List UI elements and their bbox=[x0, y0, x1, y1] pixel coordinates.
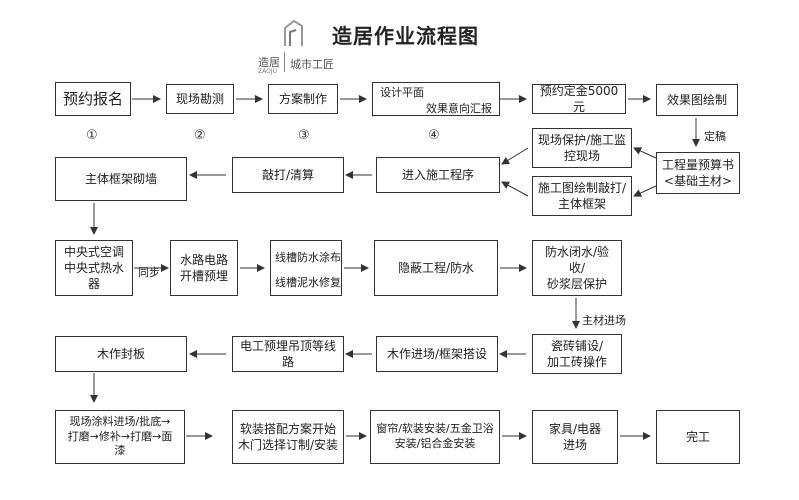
arrow-budget-drawing bbox=[633, 185, 657, 197]
box-demolish: 敲打/清算 bbox=[232, 157, 344, 193]
box-electric: 电工预埋吊顶等线路 bbox=[232, 336, 344, 372]
slot-bottom-text: 线槽泥水修复 bbox=[275, 276, 341, 289]
box-wood-enter: 木作进场/框架搭设 bbox=[376, 336, 498, 372]
box-ac: 中央式空调 中央式热水器 bbox=[55, 240, 133, 296]
box-paint: 现场涂料进场/批底→ 打磨→修补→打磨→面 漆 bbox=[55, 410, 185, 464]
label-confirm: 定稿 bbox=[704, 130, 726, 143]
step-number-3: ③ bbox=[298, 128, 310, 143]
box-drawing: 施工图绘制敲打/ 主体框架 bbox=[532, 176, 632, 216]
box-wood-seal: 木作封板 bbox=[55, 336, 187, 372]
house-logo-icon bbox=[284, 19, 303, 46]
box-protect: 现场保护/施工监 控现场 bbox=[532, 128, 632, 168]
box-survey: 现场勘测 bbox=[166, 84, 234, 114]
step-number-1: ① bbox=[86, 128, 98, 143]
design-bottom-text: 效果意向汇报 bbox=[426, 102, 492, 115]
box-hidden: 隐蔽工程/防水 bbox=[374, 240, 498, 296]
box-plan: 方案制作 bbox=[268, 84, 338, 114]
box-render: 效果图绘制 bbox=[656, 84, 738, 116]
box-furniture: 家具/电器 进场 bbox=[532, 410, 618, 464]
box-frame: 主体框架砌墙 bbox=[55, 157, 187, 201]
label-sync: 同步 bbox=[138, 266, 160, 279]
box-soft: 软装搭配方案开始 木门选择订制/安装 bbox=[232, 410, 344, 464]
box-curtain: 窗帘/软装安装/五金卫浴 安装/铝合金安装 bbox=[370, 410, 500, 464]
box-budget: 工程量预算书 <基础主材> bbox=[656, 152, 740, 194]
step-number-2: ② bbox=[194, 128, 206, 143]
design-top-text: 设计平面 bbox=[380, 86, 424, 99]
step-number-4: ④ bbox=[428, 128, 440, 143]
box-design bbox=[372, 82, 500, 116]
arrow-protect-enter bbox=[501, 147, 529, 165]
box-slot bbox=[270, 240, 342, 296]
box-plumbing: 水路电路 开槽预埋 bbox=[170, 240, 238, 296]
box-reserve: 预约报名 bbox=[55, 82, 131, 116]
box-tile: 瓷砖铺设/ 加工砖操作 bbox=[532, 334, 622, 374]
label-material: 主材进场 bbox=[582, 314, 626, 327]
box-deposit: 预约定金5000元 bbox=[532, 84, 626, 114]
box-waterproof: 防水闭水/验收/ 砂浆层保护 bbox=[532, 240, 622, 296]
page-title: 造居作业流程图 bbox=[332, 24, 479, 48]
logo-sub: ZAOJU bbox=[258, 68, 277, 75]
slot-top-text: 线槽防水涂布 bbox=[275, 251, 341, 264]
logo-tag: 城市工匠 bbox=[290, 58, 334, 71]
box-enter: 进入施工程序 bbox=[376, 157, 500, 193]
box-done: 完工 bbox=[656, 410, 740, 464]
logo-brand: 造居 bbox=[258, 56, 280, 69]
arrow-budget-protect bbox=[633, 147, 657, 159]
logo-divider bbox=[284, 52, 285, 72]
arrow-drawing-enter bbox=[501, 181, 529, 197]
